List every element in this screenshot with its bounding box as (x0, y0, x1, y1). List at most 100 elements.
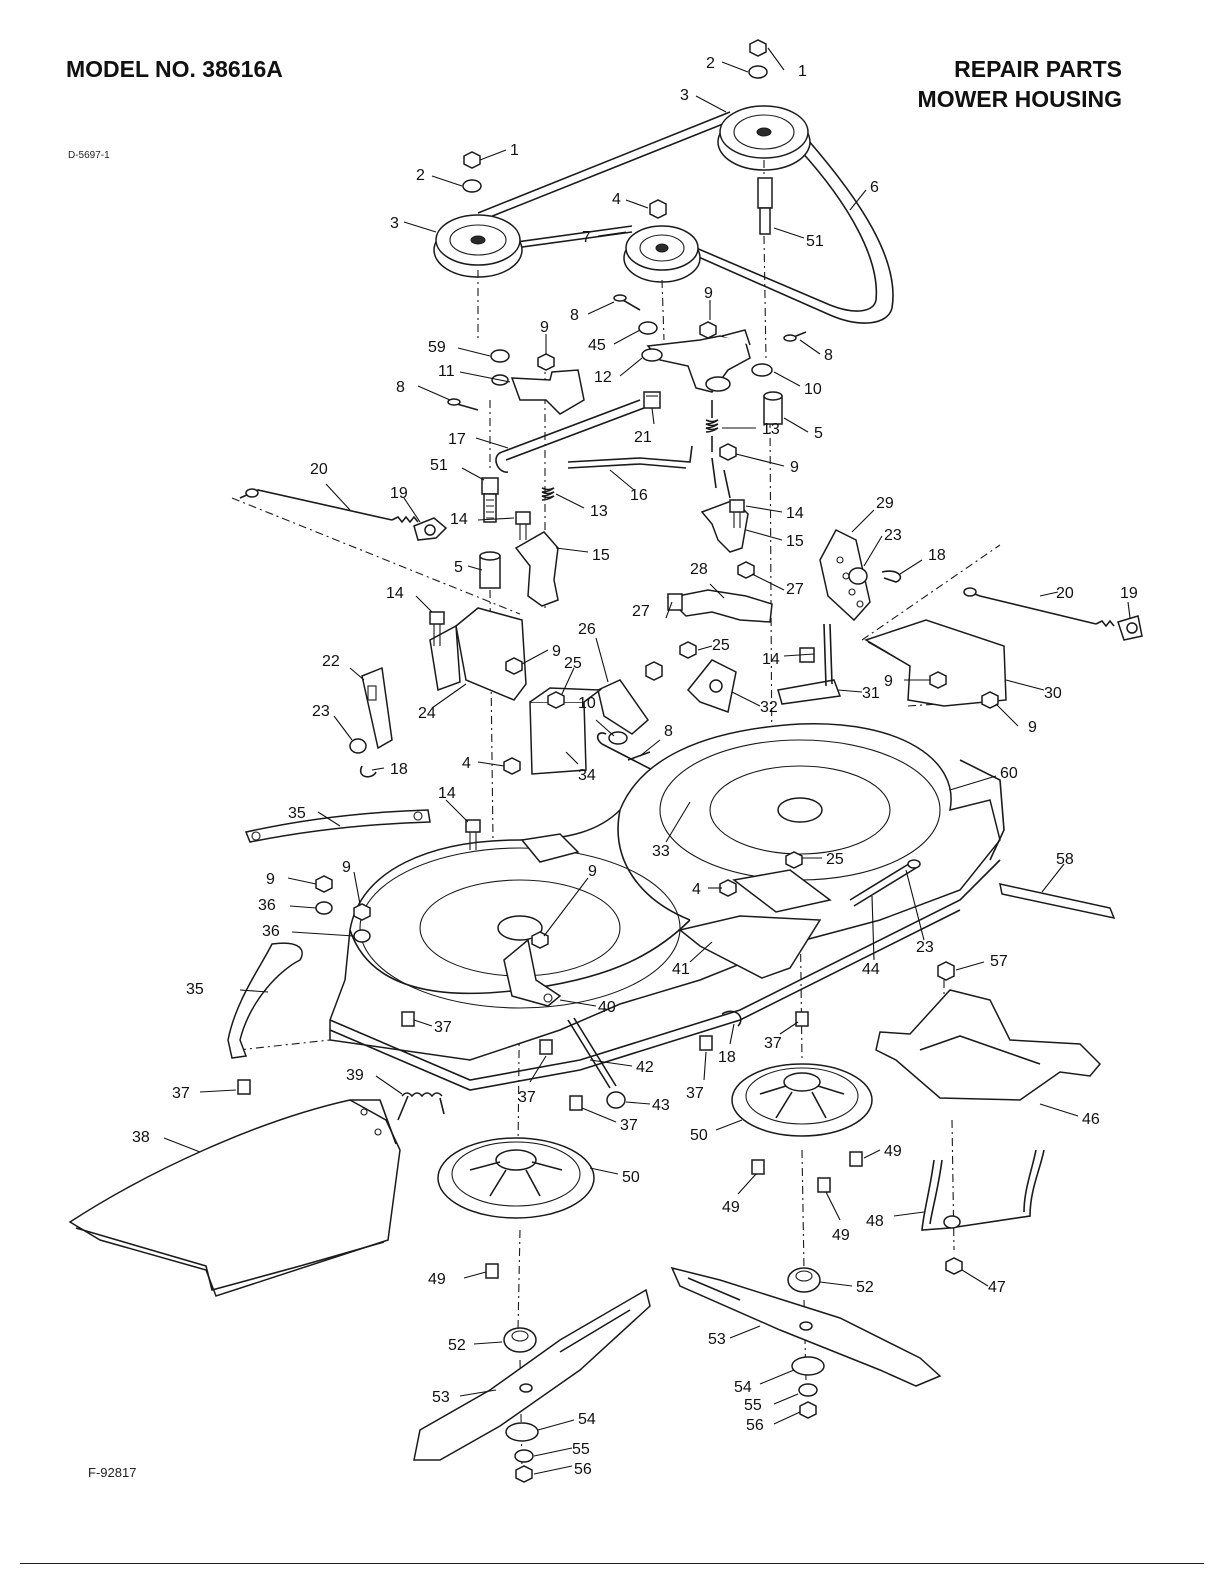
rod-16 (567, 445, 693, 469)
figure-code: F-92817 (88, 1465, 137, 1480)
callout-52: 52 (856, 1279, 874, 1296)
callout-52: 52 (448, 1337, 466, 1354)
washer-36-b (353, 929, 371, 943)
callout-54: 54 (578, 1411, 596, 1428)
callout-16: 16 (630, 487, 648, 504)
clip-18-left (359, 765, 377, 778)
callout-56: 56 (574, 1461, 592, 1478)
callout-51: 51 (806, 233, 824, 250)
callout-55: 55 (744, 1397, 762, 1414)
callout-49: 49 (428, 1271, 446, 1288)
nut-9-upper (699, 321, 717, 339)
callout-4: 4 (692, 881, 701, 898)
callout-15: 15 (592, 547, 610, 564)
washer-54-left (505, 1422, 539, 1442)
spacer-5-left (479, 551, 501, 589)
washer-2-top-right (748, 65, 768, 79)
callout-41: 41 (672, 961, 690, 978)
callout-18: 18 (718, 1049, 736, 1066)
callout-4: 4 (612, 191, 621, 208)
arm-28 (666, 589, 773, 623)
callout-20: 20 (310, 461, 328, 478)
callout-11: 11 (438, 363, 455, 380)
callout-9: 9 (266, 871, 275, 888)
bracket-26 (597, 679, 650, 735)
bolt-37-f (699, 1035, 713, 1051)
blade-53-right (670, 1266, 942, 1387)
nut-9-left-upper (537, 353, 555, 371)
bushing-43 (606, 1091, 626, 1109)
callout-53: 53 (708, 1331, 726, 1348)
callout-46: 46 (1082, 1111, 1100, 1128)
bracket-32 (686, 659, 737, 713)
rod-42 (567, 1017, 617, 1089)
callout-20: 20 (1056, 585, 1074, 602)
callout-35: 35 (186, 981, 204, 998)
callout-14: 14 (438, 785, 456, 802)
callout-19: 19 (390, 485, 408, 502)
spacer-5-right (763, 391, 783, 425)
callout-8: 8 (396, 379, 405, 396)
callout-5: 5 (814, 425, 823, 442)
callout-7: 7 (582, 229, 591, 246)
arm-35-lower (227, 942, 303, 1059)
callout-9: 9 (588, 863, 597, 880)
pivot-21 (643, 391, 661, 409)
callout-49: 49 (832, 1227, 850, 1244)
bracket-deck-centre (732, 869, 832, 913)
bracket-31 (777, 623, 842, 705)
bolt-37-e (569, 1095, 583, 1111)
callout-1: 1 (510, 142, 519, 159)
bracket-46 (875, 989, 1102, 1101)
pulley-3-right (717, 105, 811, 171)
bolt-49-a (485, 1263, 499, 1279)
washer-55-right (798, 1383, 818, 1397)
rod-44 (849, 859, 921, 907)
nut-25-mid (547, 691, 565, 709)
bolt-14-upper-left (515, 511, 531, 540)
bolt-27-upper (737, 561, 755, 579)
callout-23: 23 (312, 703, 330, 720)
callout-36: 36 (262, 923, 280, 940)
belt-6 (477, 111, 894, 324)
washer-59 (490, 349, 510, 363)
leader-lines (163, 47, 1131, 1475)
callout-42: 42 (636, 1059, 654, 1076)
bolt-37-g (795, 1011, 809, 1027)
callout-57: 57 (990, 953, 1008, 970)
callout-15: 15 (786, 533, 804, 550)
callout-47: 47 (988, 1279, 1006, 1296)
callout-25: 25 (712, 637, 730, 654)
callout-14: 14 (786, 505, 804, 522)
callout-14: 14 (762, 651, 780, 668)
arm-35-upper (244, 809, 431, 843)
callout-26: 26 (578, 621, 596, 638)
nut-4-left (503, 757, 521, 775)
washer-10-right (751, 363, 773, 377)
callout-49: 49 (884, 1143, 902, 1160)
callout-51: 51 (430, 457, 448, 474)
bolt-14-left-upper (429, 611, 445, 646)
nut-1-left (463, 151, 481, 169)
callout-53: 53 (432, 1389, 450, 1406)
bracket-22 (361, 666, 393, 750)
callout-43: 43 (652, 1097, 670, 1114)
callout-45: 45 (588, 337, 606, 354)
callout-28: 28 (690, 561, 708, 578)
callout-58: 58 (1056, 851, 1074, 868)
washer-2-left (462, 179, 482, 193)
bracket-11 (491, 369, 585, 415)
nut-9-bracket30-b (981, 691, 999, 709)
callout-18: 18 (928, 547, 946, 564)
callout-56: 56 (746, 1417, 764, 1434)
bolt-37-d (539, 1039, 553, 1055)
callout-1: 1 (798, 63, 807, 80)
callout-25: 25 (564, 655, 582, 672)
callout-9: 9 (552, 643, 561, 660)
bolt-37-deck-left (401, 1011, 415, 1027)
callout-27: 27 (632, 603, 650, 620)
callout-31: 31 (862, 685, 880, 702)
washer-54-right (791, 1356, 825, 1376)
callout-37: 37 (686, 1085, 704, 1102)
